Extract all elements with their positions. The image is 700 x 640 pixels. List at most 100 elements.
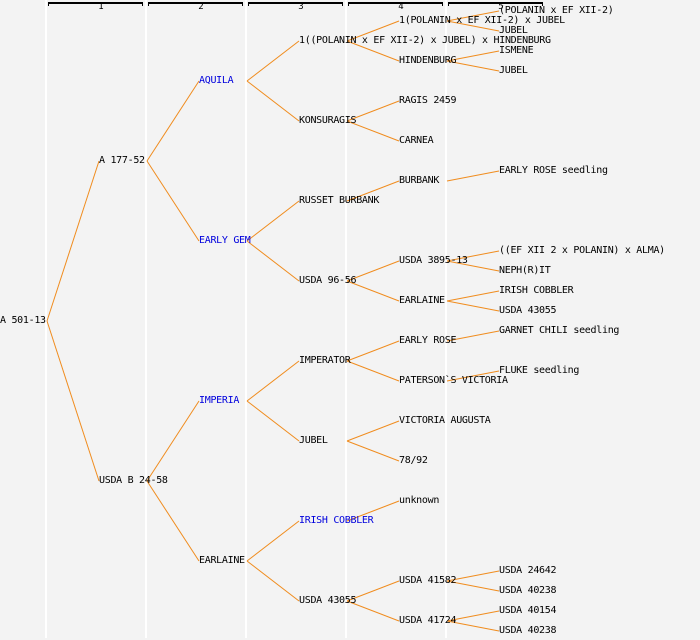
variety-label: JUBEL xyxy=(499,65,528,76)
generation-number-5: 5 xyxy=(498,2,504,12)
variety-link[interactable]: EARLY GEM xyxy=(199,235,251,246)
variety-label: unknown xyxy=(399,495,440,506)
connector-line xyxy=(346,420,400,442)
variety-label: CARNEA xyxy=(399,135,434,146)
connector-line xyxy=(446,10,500,22)
variety-label: USDA 24642 xyxy=(499,565,557,576)
variety-label: IMPERATOR xyxy=(299,355,351,366)
variety-label: EARLY ROSE seedling xyxy=(499,165,608,176)
generation-bracket-2 xyxy=(148,2,243,6)
variety-label: 1(POLANIN x EF XII-2) x JUBEL xyxy=(399,15,565,26)
variety-label: USDA 40238 xyxy=(499,585,557,596)
connector-line xyxy=(346,600,400,622)
connector-line xyxy=(346,340,400,362)
variety-label: NEPH(R)IT xyxy=(499,265,551,276)
connector-line xyxy=(246,560,300,602)
connector-line xyxy=(446,170,500,182)
connector-line xyxy=(346,440,400,462)
variety-label: ((EF XII 2 x POLANIN) x ALMA) xyxy=(499,245,665,256)
variety-label: BURBANK xyxy=(399,175,440,186)
connector-line xyxy=(446,300,500,312)
column-divider xyxy=(445,0,447,638)
generation-bracket-3 xyxy=(248,2,343,6)
generation-bracket-1 xyxy=(48,2,143,6)
variety-label: RUSSET BURBANK xyxy=(299,195,380,206)
variety-label: KONSURAGIS xyxy=(299,115,357,126)
variety-label: USDA 41582 xyxy=(399,575,457,586)
connector-line xyxy=(146,400,200,482)
connector-line xyxy=(346,180,400,202)
connector-line xyxy=(246,200,300,242)
generation-number-4: 4 xyxy=(398,2,404,12)
variety-label: FLUKE seedling xyxy=(499,365,580,376)
variety-link[interactable]: AQUILA xyxy=(199,75,234,86)
connector-line xyxy=(246,400,300,442)
variety-label: USDA 96-56 xyxy=(299,275,357,286)
variety-label: HINDENBURG xyxy=(399,55,457,66)
connector-line xyxy=(346,360,400,382)
generation-number-1: 1 xyxy=(98,2,104,12)
connector-line xyxy=(446,610,500,622)
connector-line xyxy=(246,360,300,402)
variety-link[interactable]: IRISH COBBLER xyxy=(299,515,374,526)
connector-line xyxy=(446,20,500,32)
connector-line xyxy=(446,290,500,302)
column-divider xyxy=(145,0,147,638)
column-divider xyxy=(345,0,347,638)
variety-label: USDA 41724 xyxy=(399,615,457,626)
generation-bracket-5 xyxy=(448,2,543,6)
connector-line xyxy=(446,620,500,632)
connector-line xyxy=(246,240,300,282)
connector-line xyxy=(446,370,500,382)
connector-line xyxy=(146,160,200,242)
connector-line xyxy=(346,260,400,282)
connector-line xyxy=(246,520,300,562)
variety-label: USDA B 24-58 xyxy=(99,475,168,486)
connector-line xyxy=(246,40,300,82)
variety-label: USDA 43055 xyxy=(299,595,357,606)
connector-line xyxy=(346,580,400,602)
variety-link[interactable]: IMPERIA xyxy=(199,395,240,406)
connector-line xyxy=(146,80,200,162)
variety-label: JUBEL xyxy=(299,435,328,446)
connector-line xyxy=(446,580,500,592)
connector-line xyxy=(46,160,100,322)
variety-label: USDA 43055 xyxy=(499,305,557,316)
generation-bracket-4 xyxy=(348,2,443,6)
variety-label: GARNET CHILI seedling xyxy=(499,325,620,336)
variety-label: RAGIS 2459 xyxy=(399,95,457,106)
generation-number-2: 2 xyxy=(198,2,204,12)
variety-label: JUBEL xyxy=(499,25,528,36)
connector-line xyxy=(446,570,500,582)
connector-line xyxy=(346,500,400,522)
variety-label: USDA 3895-13 xyxy=(399,255,468,266)
connector-line xyxy=(446,250,500,262)
variety-label: PATERSON`S VICTORIA xyxy=(399,375,508,386)
variety-label: IRISH COBBLER xyxy=(499,285,574,296)
column-divider xyxy=(245,0,247,638)
connector-line xyxy=(346,120,400,142)
connector-line xyxy=(146,480,200,562)
variety-label: VICTORIA AUGUSTA xyxy=(399,415,491,426)
variety-label: ISMENE xyxy=(499,45,534,56)
variety-label: 78/92 xyxy=(399,455,428,466)
root-variety: A 501-13 xyxy=(0,315,46,326)
connector-line xyxy=(446,60,500,72)
connector-line xyxy=(346,100,400,122)
connector-line xyxy=(346,40,400,62)
variety-label: USDA 40154 xyxy=(499,605,557,616)
variety-label: EARLAINE xyxy=(199,555,245,566)
generation-number-3: 3 xyxy=(298,2,304,12)
connector-line xyxy=(246,80,300,122)
connector-line xyxy=(446,50,500,62)
connector-line xyxy=(346,20,400,42)
variety-label: EARLY ROSE xyxy=(399,335,457,346)
variety-label: USDA 40238 xyxy=(499,625,557,636)
variety-label: EARLAINE xyxy=(399,295,445,306)
variety-label: (POLANIN x EF XII-2) xyxy=(499,5,614,16)
connector-line xyxy=(446,330,500,342)
connector-line xyxy=(446,260,500,272)
connector-line xyxy=(346,280,400,302)
variety-label: A 177-52 xyxy=(99,155,145,166)
